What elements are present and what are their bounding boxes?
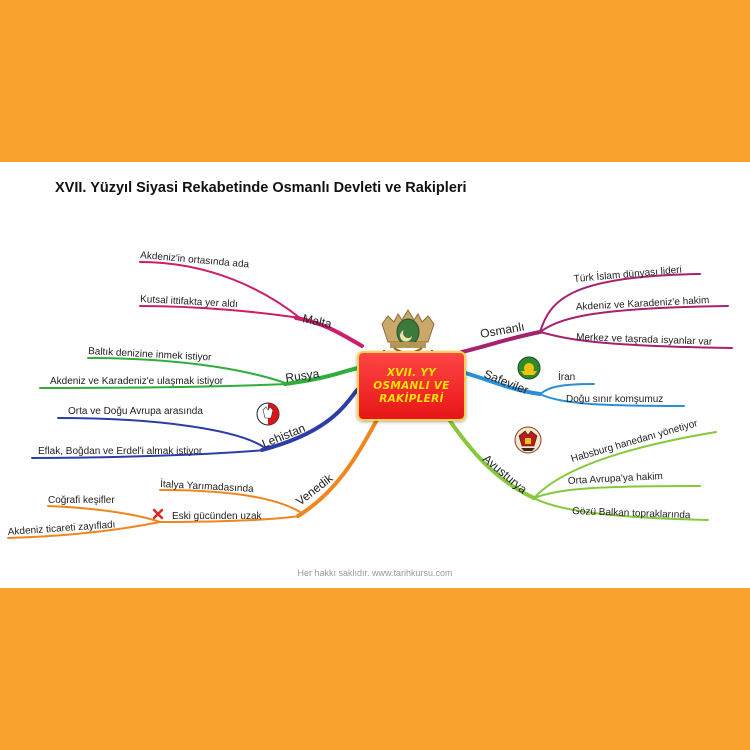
connector-avusturya — [446, 416, 536, 500]
red-x-icon — [152, 508, 164, 520]
connector-malta-2 — [139, 305, 301, 319]
lehistan-item-2: Eflak, Boğdan ve Erdel'i almak istiyor — [38, 446, 203, 457]
connector-rusya-2 — [39, 383, 289, 389]
rusya-item-1: Baltık denizine inmek istiyor — [88, 346, 212, 363]
venedik-item-2: Eski gücünden uzak — [172, 511, 263, 522]
osmanli-item-3: Merkez ve taşrada isyanlar var — [576, 332, 713, 348]
ottoman-coat-of-arms-icon — [381, 309, 435, 360]
osmanli-item-1: Türk İslam dünyası lideri — [573, 263, 682, 285]
copyright-footer: Her hakkı saklıdır. www.tarihkursu.com — [297, 568, 453, 578]
connector-avusturya-2 — [533, 485, 701, 499]
connector-lehistan-2 — [31, 449, 266, 459]
connector-avusturya-1 — [533, 431, 717, 499]
branch-rusya: Rusya — [284, 366, 320, 385]
central-topic-label: XVII. YY OSMANLI VE RAKİPLERİ — [373, 366, 450, 405]
rusya-item-2: Akdeniz ve Karadeniz'e ulaşmak istiyor — [50, 376, 224, 387]
avusturya-item-2: Orta Avrupa'ya hakim — [568, 471, 664, 487]
connector-osmanli-2 — [539, 305, 729, 333]
connector-osmanli-1 — [539, 273, 701, 333]
venedik-item-1: İtalya Yarımadasında — [160, 477, 255, 495]
connector-venedik-2 — [159, 515, 301, 523]
lehistan-item-1: Orta ve Doğu Avrupa arasında — [68, 406, 203, 417]
habsburg-emblem-icon — [514, 426, 542, 454]
polish-eagle-icon — [256, 402, 280, 426]
safavid-emblem-icon — [517, 356, 541, 380]
connector-malta-1 — [139, 261, 301, 319]
central-topic-box: XVII. YY OSMANLI VE RAKİPLERİ — [357, 351, 466, 421]
connector-venedik-4 — [7, 521, 161, 539]
connector-lehistan-1 — [57, 417, 266, 449]
avusturya-item-3: Gözü Balkan topraklarında — [572, 506, 691, 521]
connector-venedik — [296, 416, 380, 518]
connector-avusturya-3 — [533, 497, 709, 521]
osmanli-item-2: Akdeniz ve Karadeniz'e hakim — [576, 295, 710, 313]
branch-malta: Malta — [301, 311, 333, 331]
connector-malta — [294, 316, 364, 348]
connector-osmanli — [460, 330, 542, 354]
malta-item-2: Kutsal ittifakta yer aldı — [140, 294, 238, 310]
safeviler-item-2: Doğu sınır komşumuz — [566, 394, 663, 405]
connector-rusya-1 — [87, 357, 289, 385]
connector-rusya — [283, 366, 360, 386]
avusturya-item-1: Habsburg hanedanı yönetiyor — [570, 418, 700, 465]
connector-venedik-3 — [47, 505, 161, 523]
connector-osmanli-3 — [539, 331, 733, 349]
connector-safeviler-1 — [539, 383, 595, 395]
page-title: XVII. Yüzyıl Siyasi Rekabetinde Osmanlı … — [55, 180, 467, 196]
venedik-subitem-1: Coğrafi keşifler — [48, 495, 115, 506]
connector-safeviler — [460, 370, 542, 396]
connector-venedik-1 — [159, 489, 301, 513]
connector-safeviler-2 — [539, 393, 685, 407]
connector-lehistan — [260, 388, 359, 452]
branch-avusturya: Avusturya — [480, 452, 530, 497]
safeviler-item-1: İran — [558, 370, 575, 383]
